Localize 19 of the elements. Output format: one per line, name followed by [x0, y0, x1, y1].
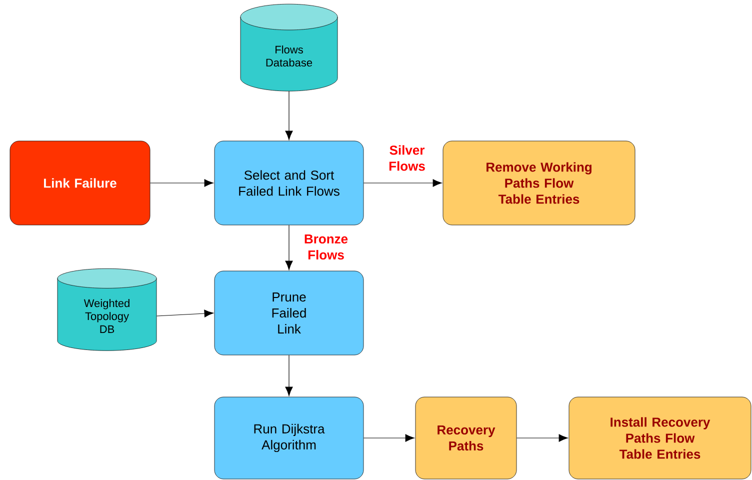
result-box: Remove Working Paths Flow Table Entries: [442, 140, 636, 226]
database-cylinder: Weighted Topology DB: [57, 268, 157, 351]
edge-label: Silver Flows: [382, 144, 432, 172]
arrow: [285, 224, 293, 270]
failure-box: Link Failure: [10, 140, 150, 226]
arrow: [363, 434, 414, 442]
arrow: [363, 179, 442, 187]
arrow: [285, 354, 293, 396]
arrow: [156, 310, 214, 318]
result-box: Recovery Paths: [415, 396, 517, 480]
database-cylinder: Flows Database: [240, 4, 338, 92]
process-box: Select and Sort Failed Link Flows: [214, 140, 364, 226]
arrow: [150, 179, 214, 187]
arrow: [516, 434, 568, 442]
process-box: Prune Failed Link: [214, 270, 364, 356]
result-box: Install Recovery Paths Flow Table Entries: [568, 396, 752, 480]
edge-label: Bronze Flows: [301, 233, 351, 261]
process-box: Run Dijkstra Algorithm: [214, 396, 364, 480]
arrow: [285, 90, 293, 140]
